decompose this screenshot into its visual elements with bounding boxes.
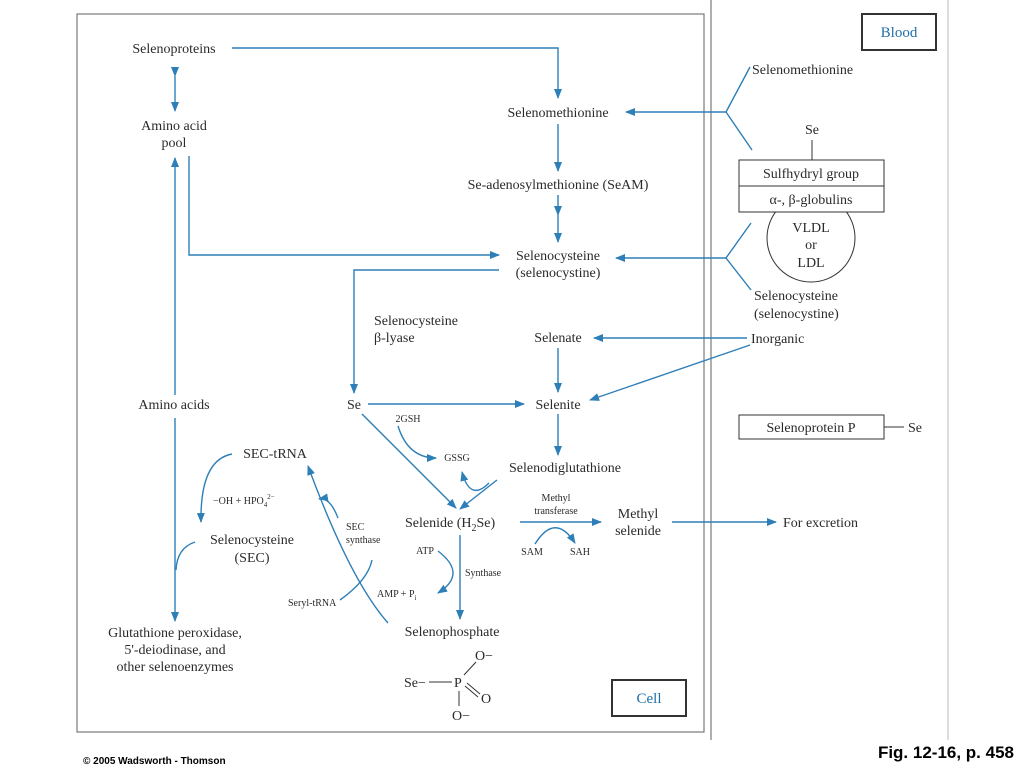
struct-o-right: O [481,692,491,707]
blood-selenomethionine: Selenomethionine [752,63,853,78]
struct-p: P [454,676,462,691]
arrow-selenoproteins-to-selenomethionine [232,47,562,99]
label-selenomethionine: Selenomethionine [507,106,608,121]
label-sam: SAM [521,547,543,558]
blood-or: or [805,238,817,253]
blood-selenocysteine: Selenocysteine [754,289,838,304]
struct-o-top: O− [475,649,493,664]
blood-globulins: α-, β-globulins [770,193,853,208]
arrow-selenocysteine-to-se [350,269,499,394]
struct-o-bottom: O− [452,709,470,724]
arrow-sam-to-sah [534,527,576,545]
cell-title-box [611,679,687,717]
label-oh-hpo4: −OH + HPO42− [213,493,275,509]
blood-title-box [861,13,937,51]
label-gssg: GSSG [444,453,470,464]
label-selenocysteine: Selenocysteine [516,249,600,264]
label-enzymes-3: other selenoenzymes [116,660,233,675]
arrow-seryl-trna-feed [339,559,373,601]
label-selenide: Selenide (H2Se) [405,516,495,534]
label-methyl-transferase: Methyl [542,493,571,504]
arrow-hpo4-release [318,493,339,519]
blood-sulfhydryl: Sulfhydryl group [763,167,859,182]
arrow-atp-to-amp [437,550,454,594]
label-sec-synthase-2: synthase [346,535,381,546]
label-selenite: Selenite [535,398,580,413]
label-selenocysteine-sec: Selenocysteine [210,533,294,548]
label-amino-acid-pool-2: pool [162,136,187,151]
label-selenodiglutathione: Selenodiglutathione [509,461,621,476]
label-sec-trna: SEC-tRNA [243,447,308,462]
blood-vldl: VLDL [792,221,829,236]
struct-se: Se− [404,676,426,691]
blood-ldl: LDL [797,256,824,271]
blood-se-right: Se [908,421,922,436]
arrow-selenophosphate-to-sec-trna [307,465,389,624]
cell-frame [76,13,705,733]
label-2gsh: 2GSH [395,414,420,425]
label-enzymes: Glutathione peroxidase, [108,626,242,641]
figure-caption: Fig. 12-16, p. 458 [878,743,1014,762]
label-sec-synthase: SEC [346,522,365,533]
label-seryl-trna: Seryl-tRNA [288,598,337,609]
arrow-pool-to-selenocysteine [188,156,500,259]
blood-selenoprotein-p: Selenoprotein P [766,421,855,436]
arrow-sec-to-enzymes [175,541,196,571]
label-selenocystine: (selenocystine) [516,266,601,281]
blood-inorganic: Inorganic [751,332,804,347]
label-selenoproteins: Selenoproteins [132,42,215,57]
selenoprotein-p-box [738,414,885,440]
arrow-sec-trna-to-sec [196,453,233,523]
selenophosphate-structure: Se− P O− O O− [404,649,493,724]
arrow-gssg-loop [460,471,490,492]
blood-title: Blood [881,25,918,41]
label-lyase-2: β-lyase [374,331,415,346]
label-selenocysteine-sec-2: (SEC) [235,551,270,566]
label-amino-acid-pool: Amino acid [141,119,207,134]
label-atp: ATP [416,546,434,557]
globulins-box [738,185,885,213]
copyright-text: © 2005 Wadsworth - Thomson [83,756,226,767]
arrow-2gsh-to-gssg [397,425,437,462]
cell-title: Cell [637,691,662,707]
label-methyl-selenide-2: selenide [615,524,661,539]
label-methyl-selenide: Methyl [618,507,659,522]
label-for-excretion: For excretion [783,516,858,531]
label-selenate: Selenate [534,331,581,346]
arrow-inorganic-to-selenite [589,344,751,401]
arrow-selenodiglutathione-to-selenide [459,479,498,510]
label-amino-acids: Amino acids [138,398,209,413]
label-synthase: Synthase [465,568,502,579]
flow-arrows [171,47,777,624]
label-lyase: Selenocysteine [374,314,458,329]
arrow-blood-selenocysteine [725,222,752,291]
arrow-se-to-selenide [361,413,457,509]
label-enzymes-2: 5'-deiodinase, and [124,643,225,658]
label-se: Se [347,398,361,413]
blood-selenocystine: (selenocystine) [754,307,839,322]
label-amp: AMP + Pi [377,589,417,602]
blood-se-top: Se [805,123,819,138]
arrow-blood-selenomethionine [725,66,753,151]
label-sah: SAH [570,547,590,558]
label-methyl-transferase-2: transferase [534,506,578,517]
label-selenophosphate: Selenophosphate [405,625,500,640]
label-seam: Se-adenosylmethionine (SeAM) [468,178,649,193]
